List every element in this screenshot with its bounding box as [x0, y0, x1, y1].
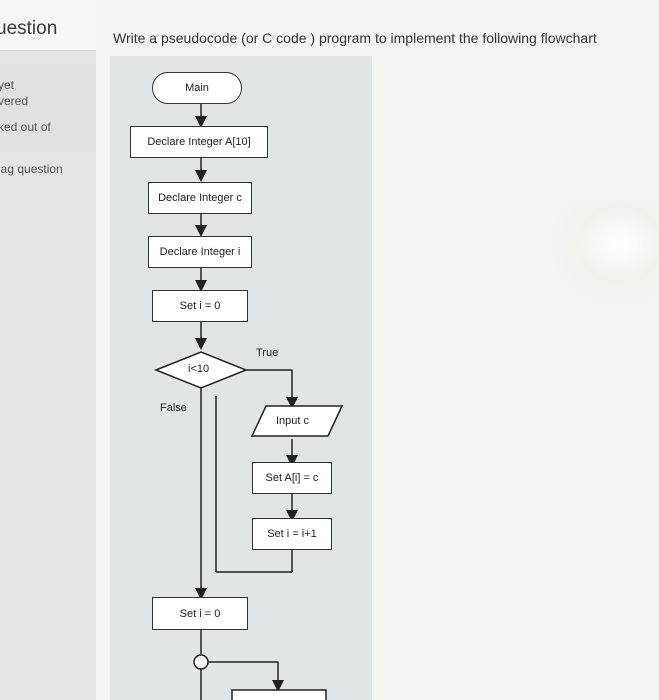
flag-question-link[interactable]: lag question	[0, 162, 63, 176]
question-heading: uestion	[0, 18, 58, 39]
status-line-2: vered	[0, 94, 29, 108]
set-array-step: Set A[i] = c	[252, 462, 332, 494]
set-i-zero-second-step: Set i = 0	[152, 597, 248, 630]
false-label: False	[160, 402, 187, 414]
question-text: Write a pseudocode (or C code ) program …	[113, 30, 597, 46]
declare-c-step: Declare Integer c	[148, 182, 252, 214]
sidebar: uestion yet vered ked out of lag questio…	[0, 0, 96, 700]
marked-out-of: ked out of	[0, 120, 51, 134]
main-terminal: Main	[152, 72, 242, 104]
increment-i-step: Set i = i+1	[252, 518, 332, 550]
status-line-1: yet	[0, 78, 15, 92]
set-i-zero-step: Set i = 0	[152, 290, 248, 322]
declare-array-step: Declare Integer A[10]	[130, 126, 268, 158]
question-status-panel: yet vered ked out of	[0, 64, 96, 152]
flowchart-connectors	[153, 104, 344, 700]
screen-glare	[548, 200, 659, 310]
true-label: True	[256, 347, 279, 359]
declare-i-step: Declare Integer i	[148, 236, 252, 268]
sidebar-header: uestion	[0, 0, 96, 51]
flowchart-image: Main Declare Integer A[10] Declare Integ…	[110, 56, 372, 700]
input-c-step: Input c	[276, 415, 310, 427]
decision-condition: i<10	[188, 363, 210, 375]
